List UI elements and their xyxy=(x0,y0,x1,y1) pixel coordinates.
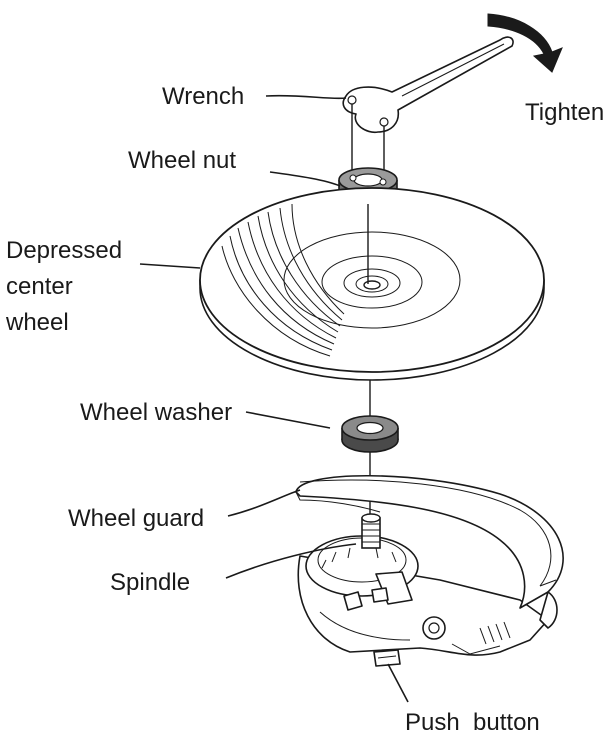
spindle-icon xyxy=(361,513,381,549)
depressed-center-wheel-label-line3: wheel xyxy=(5,309,69,336)
wheel-guard-label: Wheel guard xyxy=(68,505,204,532)
wheel-guard-icon xyxy=(295,474,564,629)
tighten-arrow-icon xyxy=(487,13,563,73)
depressed-center-wheel-label-line1: Depressed xyxy=(6,237,122,264)
wrench-label: Wrench xyxy=(162,83,244,110)
depressed-center-wheel-icon xyxy=(199,187,545,381)
spindle-label: Spindle xyxy=(110,569,190,596)
tighten-label: Tighten xyxy=(525,99,604,126)
wheel-nut-label: Wheel nut xyxy=(128,147,236,174)
push-button-label: Push button xyxy=(405,709,540,736)
leader-lines xyxy=(139,94,409,703)
wheel-washer-label: Wheel washer xyxy=(80,399,232,426)
grinder-body-icon xyxy=(297,535,549,667)
wheel-washer-icon xyxy=(341,415,399,453)
depressed-center-wheel-label-line2: center xyxy=(6,273,73,300)
wrench-icon xyxy=(342,36,514,176)
